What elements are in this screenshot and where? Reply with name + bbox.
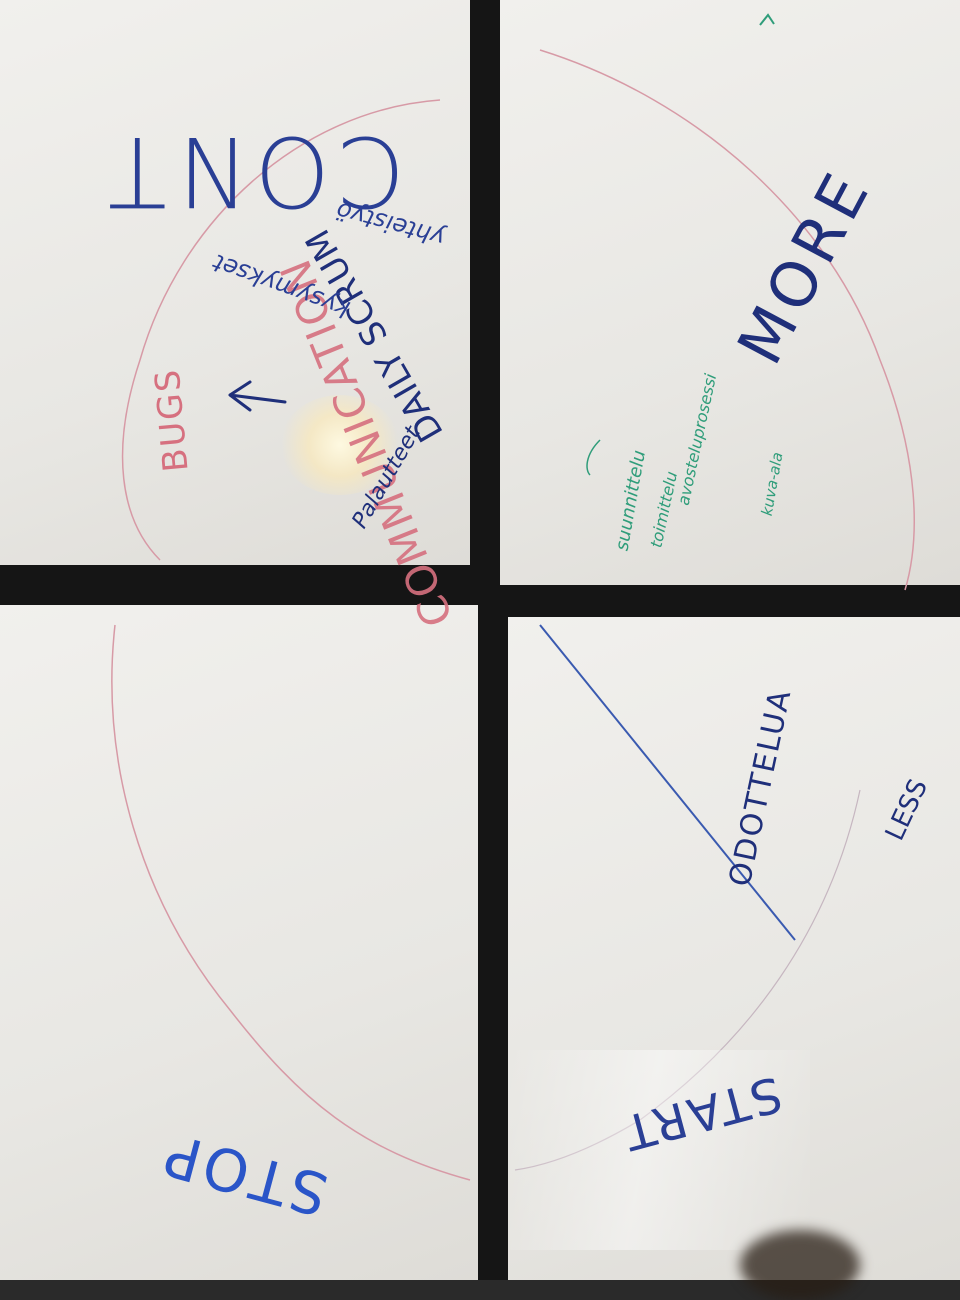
green-scribble-icon	[759, 13, 775, 26]
whiteboard-panel-bottom-left	[0, 600, 478, 1280]
circle-arc-top-left	[121, 99, 441, 561]
whiteboard-panel-bottom-right	[508, 612, 960, 1280]
frame-vertical-bottom	[478, 585, 508, 1280]
divider-line-blue	[539, 624, 796, 941]
frame-horizontal-left	[0, 565, 500, 605]
whiteboard-panel-top-right	[500, 0, 960, 585]
frame-horizontal-right	[480, 585, 960, 617]
circle-arc-top-right	[539, 49, 915, 591]
arrow-icon	[228, 380, 287, 412]
frame-vertical-top	[470, 0, 500, 600]
shadow	[740, 1230, 860, 1300]
green-bracket	[586, 439, 601, 476]
circle-arc-bottom-left	[111, 624, 471, 1181]
circle-arc-bottom-right	[514, 789, 861, 1171]
